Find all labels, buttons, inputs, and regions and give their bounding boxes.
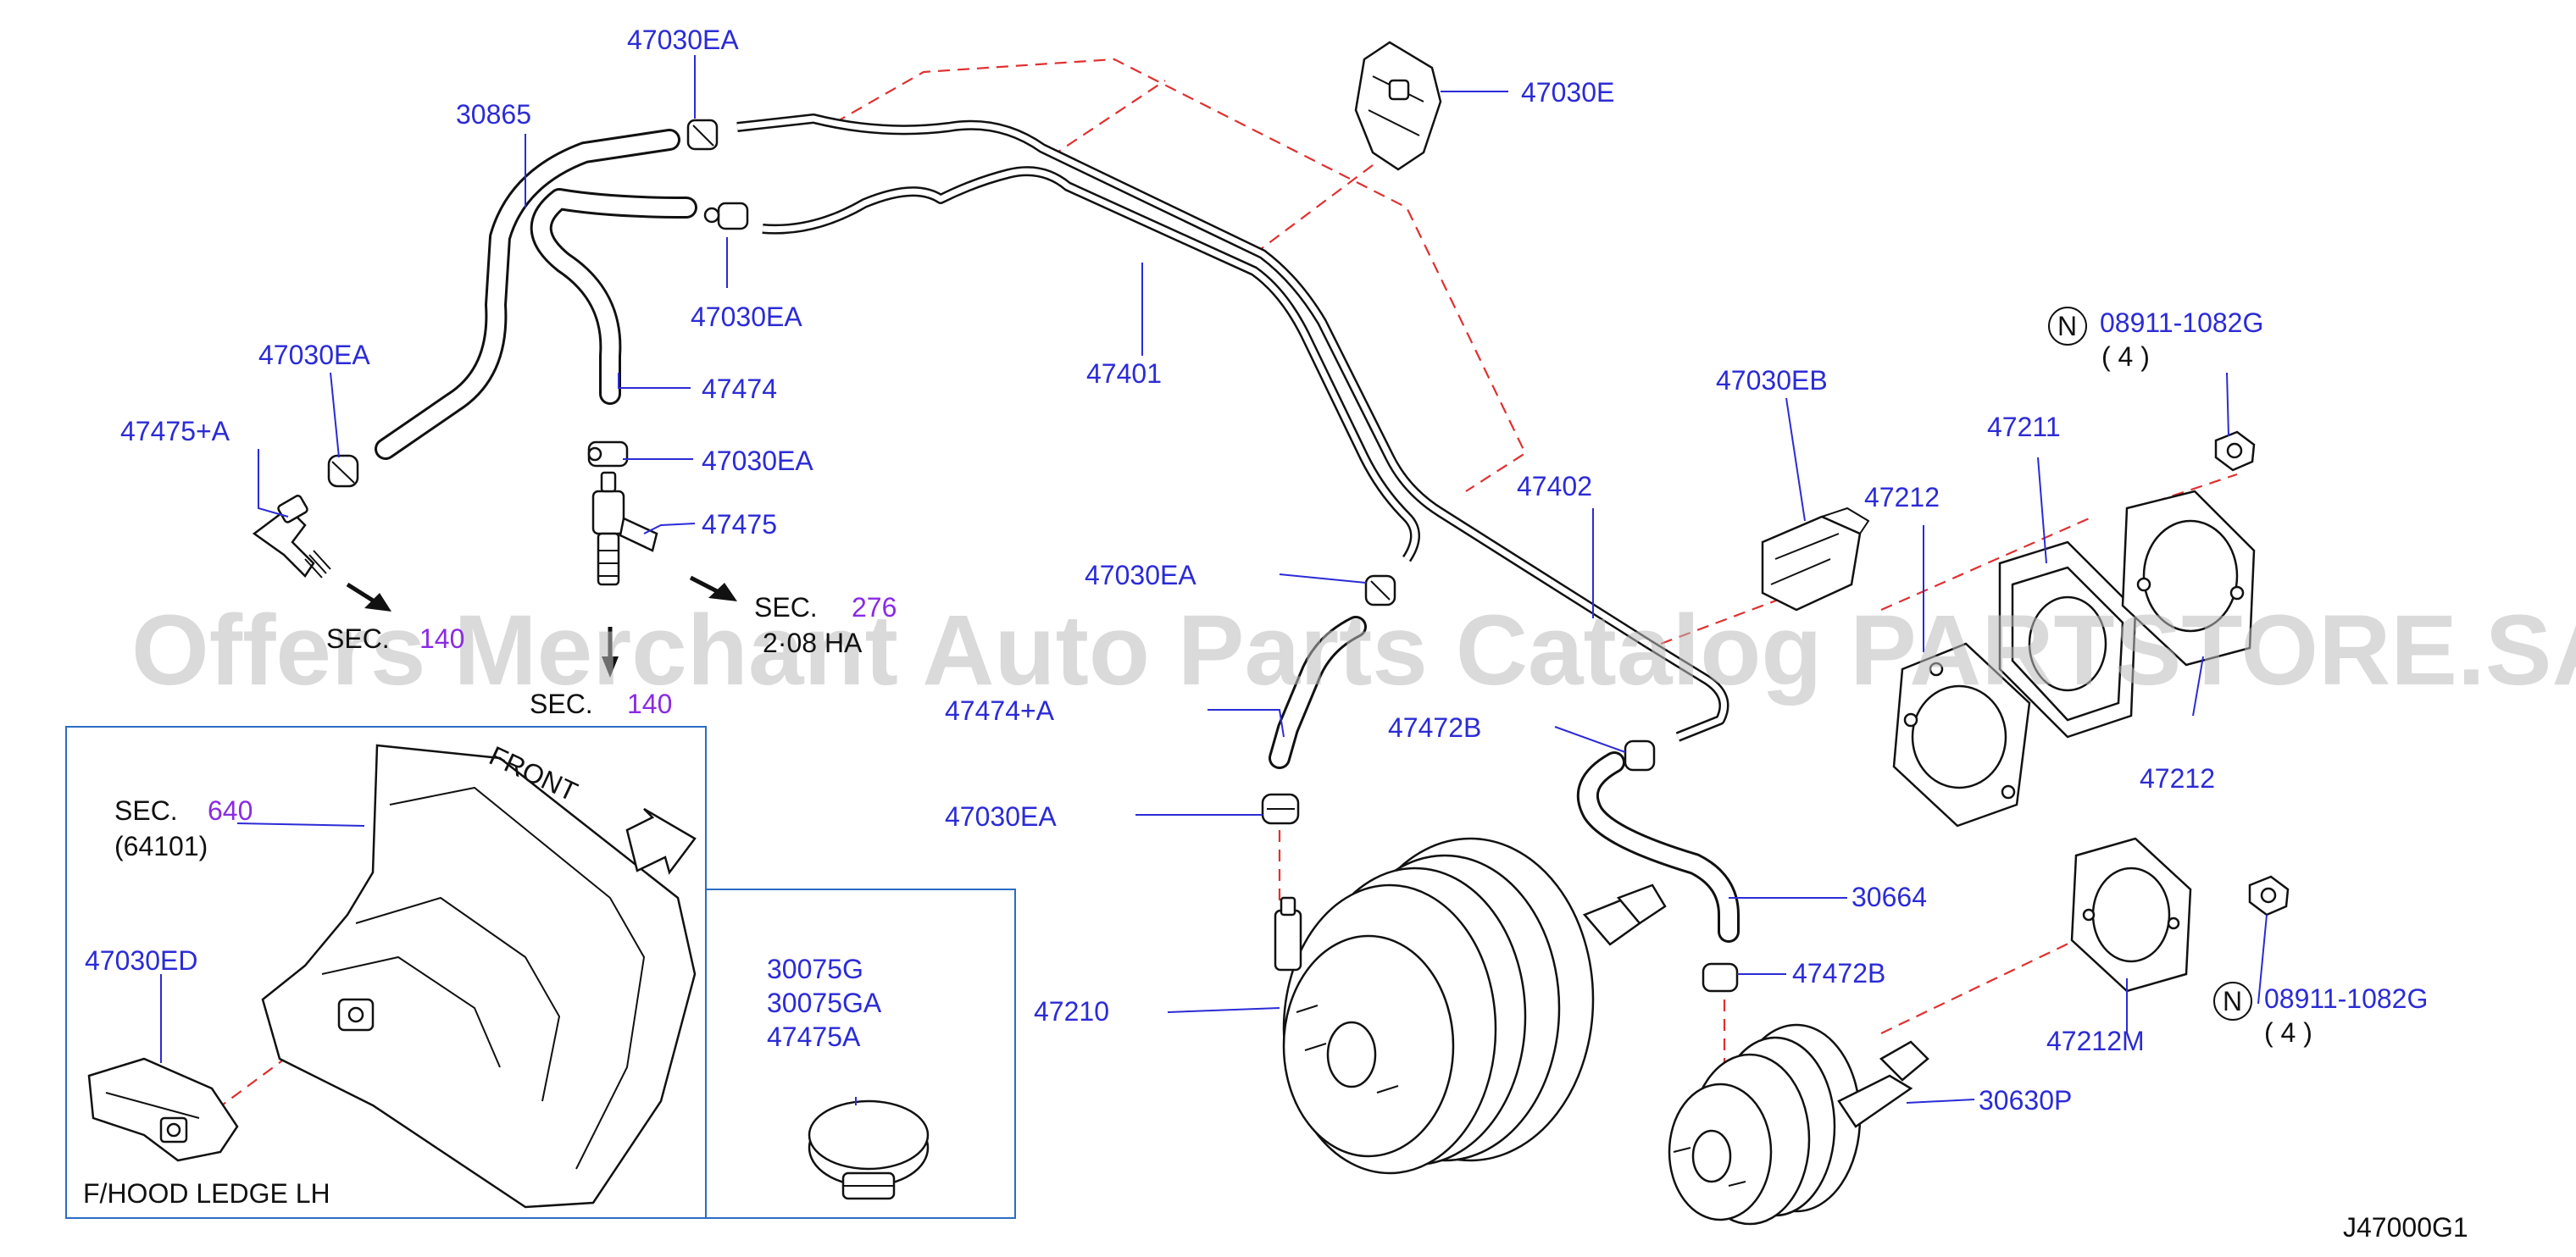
clamp-47030EA-top[interactable] [686, 119, 719, 151]
label-47212-b[interactable]: 47212 [2140, 763, 2215, 794]
label-47474[interactable]: 47474 [702, 374, 777, 404]
label-30664[interactable]: 30664 [1852, 882, 1927, 912]
nut-08911-bot[interactable] [2248, 875, 2290, 916]
hose-30664[interactable] [1576, 751, 1740, 943]
sec-140-b-word: SEC. [530, 689, 593, 719]
sec-140-a-number[interactable]: 140 [419, 623, 464, 654]
sec-640-number[interactable]: 640 [208, 795, 253, 826]
hood-ledge-inset [261, 744, 697, 1209]
diagram-code: J47000G1 [2343, 1212, 2468, 1243]
label-47401[interactable]: 47401 [1086, 358, 1162, 389]
clip-47030ED[interactable] [87, 1057, 239, 1162]
nut-08911-top[interactable] [2214, 430, 2256, 472]
clamp-47030EA-d[interactable] [1261, 793, 1300, 825]
label-47030ED[interactable]: 47030ED [85, 945, 197, 976]
clamp-47030EA-left[interactable] [327, 454, 359, 488]
n-symbol-top: N [2048, 307, 2087, 346]
grommet-30075G[interactable] [808, 1099, 930, 1200]
bracket-47030EB[interactable] [1761, 507, 1870, 612]
gasket-47212-b[interactable] [2121, 490, 2256, 667]
sec-140-b-number[interactable]: 140 [627, 689, 672, 719]
n-symbol-bot: N [2213, 982, 2252, 1021]
gasket-47212M[interactable] [2070, 837, 2192, 993]
clamp-47472B-b[interactable] [1702, 962, 1739, 993]
hose-47474A[interactable] [1269, 616, 1367, 769]
label-47475[interactable]: 47475 [702, 509, 777, 540]
qty-bot: ( 4 ) [2264, 1017, 2312, 1048]
part-labels: 47030EA 30865 47030E 47030EA 47030EA 474… [85, 25, 2428, 1116]
sec-276-word: SEC. [754, 592, 818, 623]
bracket-47030E[interactable] [1354, 41, 1442, 171]
brake-booster-30630P[interactable] [1668, 1023, 1929, 1226]
label-47030EA-d[interactable]: 47030EA [945, 801, 1057, 832]
label-47030EA-mid[interactable]: 47030EA [691, 302, 802, 332]
label-47212-a[interactable]: 47212 [1864, 482, 1940, 512]
label-47030EB[interactable]: 47030EB [1716, 365, 1828, 396]
label-47402[interactable]: 47402 [1517, 471, 1592, 501]
brake-booster-47210[interactable] [1274, 837, 1667, 1175]
clamp-47030EA-c[interactable] [1364, 574, 1396, 606]
label-47030EA-c[interactable]: 47030EA [1085, 560, 1196, 590]
label-47211[interactable]: 47211 [1987, 412, 2061, 442]
hood-ledge-label: F/HOOD LEDGE LH [83, 1178, 330, 1209]
label-47475A-box[interactable]: 47475A [767, 1022, 861, 1052]
svg-text:N: N [2057, 311, 2077, 341]
clamp-47472B-a[interactable] [1624, 739, 1656, 772]
connector-47475A[interactable] [252, 495, 331, 579]
label-47030EA-b[interactable]: 47030EA [702, 446, 813, 476]
label-08911-bot[interactable]: 08911-1082G [2264, 983, 2428, 1014]
clamp-47030EA-b[interactable] [587, 440, 629, 468]
label-47210[interactable]: 47210 [1034, 996, 1109, 1027]
sec-276-sub: 2·08 HA [763, 628, 863, 658]
label-47472B-b[interactable]: 47472B [1792, 958, 1885, 988]
label-08911-top[interactable]: 08911-1082G [2100, 307, 2263, 338]
label-30630P[interactable]: 30630P [1979, 1085, 2072, 1116]
label-47475A[interactable]: 47475+A [120, 416, 230, 446]
label-47472B-a[interactable]: 47472B [1388, 712, 1481, 743]
front-arrow [625, 807, 697, 875]
sec-140-a-word: SEC. [326, 623, 390, 654]
section-notes: SEC. 140 SEC. 276 2·08 HA SEC. 140 SEC. … [83, 592, 897, 1209]
svg-text:N: N [2223, 986, 2242, 1016]
sec-276-number[interactable]: 276 [852, 592, 897, 623]
pipe-47401[interactable] [736, 114, 1729, 742]
leader-lines [160, 55, 2268, 1105]
gasket-47212-a[interactable] [1892, 642, 2031, 828]
label-30075GA[interactable]: 30075GA [767, 988, 882, 1018]
inset-frames [65, 726, 1016, 1219]
sec-640-sub: (64101) [114, 831, 208, 861]
label-47212M[interactable]: 47212M [2046, 1026, 2145, 1056]
valve-47475[interactable] [591, 471, 658, 586]
label-30075G[interactable]: 30075G [767, 954, 863, 984]
label-47474A[interactable]: 47474+A [945, 695, 1055, 726]
label-47030EA-top[interactable]: 47030EA [627, 25, 739, 55]
label-30865[interactable]: 30865 [456, 99, 531, 130]
label-47030EA-left[interactable]: 47030EA [258, 340, 370, 370]
spacer-47211[interactable] [1998, 540, 2137, 739]
watermark: Offers Merchant Auto Parts Catalog PARTS… [131, 595, 2576, 706]
hose-30865[interactable] [375, 129, 697, 460]
clamp-47030EA-mid[interactable] [703, 202, 749, 230]
sec-640-word: SEC. [114, 795, 178, 826]
label-47030E[interactable]: 47030E [1521, 77, 1614, 108]
qty-top: ( 4 ) [2101, 341, 2150, 372]
section-arrows [346, 575, 737, 678]
